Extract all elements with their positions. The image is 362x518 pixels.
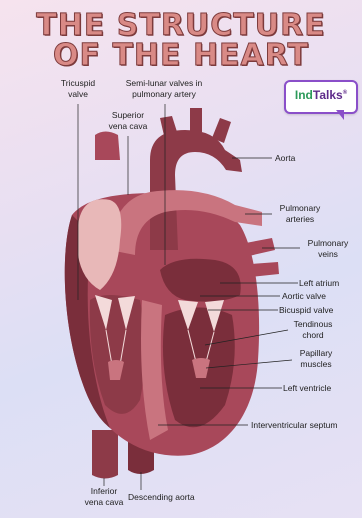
label-papillary-muscles-line-1: Papillary	[292, 348, 340, 359]
label-pulmonary-arteries-line-2: arteries	[272, 214, 328, 225]
label-pulmonary-arteries: Pulmonary arteries	[272, 203, 328, 225]
superior-vena-cava	[95, 132, 120, 161]
label-semilunar-valves: Semi-lunar valves in pulmonary artery	[114, 78, 214, 100]
label-tricuspid-valve: Tricuspid valve	[58, 78, 98, 100]
label-left-atrium: Left atrium	[299, 278, 339, 289]
label-inferior-vena-cava-line-2: vena cava	[80, 497, 128, 508]
label-tendinous-chord-line-2: chord	[288, 330, 338, 341]
label-interventricular-septum: Interventricular septum	[251, 420, 337, 431]
label-left-ventricle: Left ventricle	[283, 383, 331, 394]
label-pulmonary-veins-line-2: veins	[300, 249, 356, 260]
label-inferior-vena-cava-line-1: Inferior	[80, 486, 128, 497]
label-pulmonary-veins-line-1: Pulmonary	[300, 238, 356, 249]
label-tendinous-chord-line-1: Tendinous	[288, 319, 338, 330]
label-bicuspid-valve: Bicuspid valve	[279, 305, 333, 316]
label-papillary-muscles-line-2: muscles	[292, 359, 340, 370]
label-pulmonary-arteries-line-1: Pulmonary	[272, 203, 328, 214]
label-superior-vena-cava-line-1: Superior	[104, 110, 152, 121]
label-superior-vena-cava: Superior vena cava	[104, 110, 152, 132]
label-superior-vena-cava-line-2: vena cava	[104, 121, 152, 132]
label-pulmonary-veins: Pulmonary veins	[300, 238, 356, 260]
label-papillary-muscles: Papillary muscles	[292, 348, 340, 370]
label-descending-aorta: Descending aorta	[128, 492, 195, 503]
inferior-vena-cava-tube	[92, 430, 118, 479]
label-tendinous-chord: Tendinous chord	[288, 319, 338, 341]
label-aorta: Aorta	[275, 153, 295, 164]
label-semilunar-line-2: pulmonary artery	[114, 89, 214, 100]
label-tricuspid-line-2: valve	[58, 89, 98, 100]
label-semilunar-line-1: Semi-lunar valves in	[114, 78, 214, 89]
label-aortic-valve: Aortic valve	[282, 291, 326, 302]
label-inferior-vena-cava: Inferior vena cava	[80, 486, 128, 508]
label-tricuspid-line-1: Tricuspid	[58, 78, 98, 89]
